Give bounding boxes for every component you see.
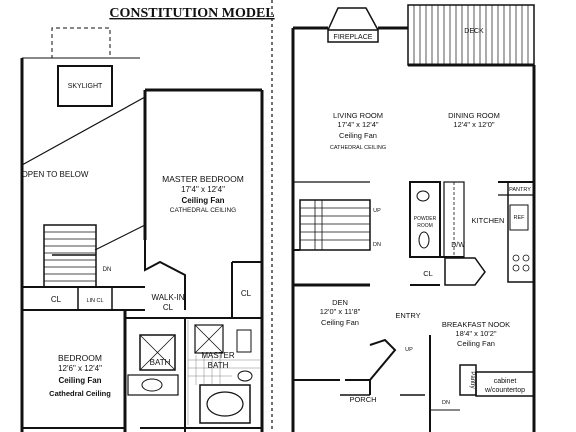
bedroom-fan: Ceiling Fan	[58, 376, 101, 385]
master-bath-line2: BATH	[208, 361, 229, 370]
bedroom-size: 12'6" x 12'4"	[58, 364, 102, 373]
walkin-line2: CL	[163, 303, 174, 312]
walkin-line1: WALK-IN	[151, 293, 184, 302]
deck-label: DECK	[464, 28, 484, 35]
powder-room-line2: ROOM	[417, 223, 433, 229]
fireplace-label: FIREPLACE	[334, 34, 373, 41]
skylight-label: SKYLIGHT	[68, 83, 103, 90]
bedroom-name: BEDROOM	[58, 353, 102, 363]
living-room-name: LIVING ROOM	[333, 111, 383, 120]
skylight-box	[57, 65, 113, 107]
bedroom-ceiling: Cathedral Ceiling	[49, 389, 111, 398]
cabinet-line1: cabinet	[494, 378, 517, 385]
master-bedroom-size: 17'4" x 12'4"	[181, 185, 225, 194]
master-bedroom-fan: Ceiling Fan	[181, 196, 224, 205]
porch-label: PORCH	[349, 395, 376, 404]
linen-closet-label: LIN CL	[86, 298, 103, 304]
breakfast-nook-fan: Ceiling Fan	[457, 339, 495, 348]
entry-up-label: UP	[405, 347, 413, 353]
kitchen-label: KITCHEN	[472, 216, 505, 225]
deck-area	[407, 4, 535, 66]
master-bath-line1: MASTER	[201, 351, 235, 360]
breakfast-nook-name: BREAKFAST NOOK	[442, 320, 510, 329]
master-bedroom-name: MASTER BEDROOM	[162, 174, 244, 184]
right-closet-label: CL	[241, 289, 252, 298]
pantry-side-label: Pantry	[469, 371, 475, 388]
living-room-ceiling: CATHEDRAL CEILING	[330, 145, 386, 151]
living-room-size: 17'4" x 12'4"	[337, 120, 378, 129]
plan-title: CONSTITUTION MODEL	[109, 6, 274, 21]
den-size: 12'0" x 11'8"	[320, 307, 361, 316]
bath-label: BATH	[150, 358, 171, 367]
main-stair-dn: DN	[373, 242, 381, 248]
upper-closet-label: CL	[51, 295, 62, 304]
cabinet-line2: w/countertop	[484, 387, 525, 394]
den-fan: Ceiling Fan	[321, 318, 359, 327]
dishwasher-label: D/W	[451, 242, 465, 249]
entry-label: ENTRY	[395, 311, 420, 320]
dining-room-size: 12'4" x 12'0"	[453, 120, 494, 129]
living-room-fan: Ceiling Fan	[339, 131, 377, 140]
main-floor	[291, 4, 536, 432]
den-name: DEN	[332, 298, 348, 307]
ref-label: REF	[514, 215, 526, 221]
main-dn-label: DN	[442, 400, 450, 406]
pantry-label: PANTRY	[509, 187, 531, 193]
main-closet-label: CL	[423, 269, 433, 278]
open-to-below-label: OPEN TO BELOW	[22, 170, 89, 179]
master-bedroom-ceiling: CATHEDRAL CEILING	[170, 207, 236, 214]
upper-floor	[20, 27, 264, 432]
powder-room-line1: POWDER	[414, 216, 437, 222]
dining-room-name: DINING ROOM	[448, 111, 500, 120]
upper-stair-dn: DN	[103, 267, 112, 273]
main-stair-up: UP	[373, 208, 381, 214]
breakfast-nook-size: 18'4" x 10'2"	[455, 329, 496, 338]
